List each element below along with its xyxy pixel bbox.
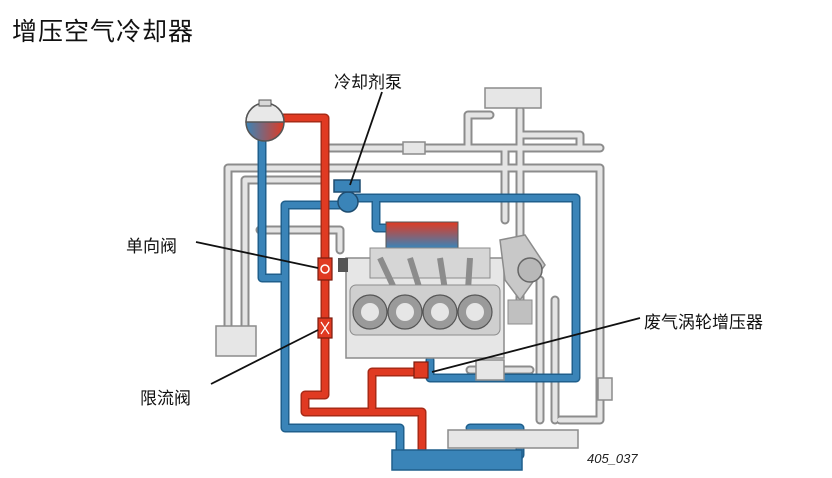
coolant-pump	[333, 179, 361, 213]
hot-pipes	[277, 113, 427, 455]
label-restrictor: 限流阀	[140, 389, 191, 409]
label-check-valve: 单向阀	[126, 237, 177, 257]
auxiliary-components	[215, 87, 613, 449]
check-valve	[317, 257, 333, 281]
turbocharger	[499, 234, 546, 325]
callout-lines	[195, 91, 641, 385]
radiator	[391, 449, 523, 471]
label-turbocharger: 废气涡轮增压器	[644, 313, 763, 333]
figure-code: 405_037	[587, 451, 638, 466]
charge-air-cooler	[385, 221, 459, 249]
turbo-coolant-valve	[413, 361, 429, 379]
expansion-tank	[245, 99, 285, 142]
restrictor-valve	[317, 317, 333, 339]
idle-pipes	[223, 105, 605, 425]
cold-pipes	[257, 133, 581, 460]
page-title: 增压空气冷却器	[12, 17, 195, 46]
engine-block	[338, 247, 505, 359]
label-coolant-pump: 冷却剂泵	[334, 73, 402, 93]
